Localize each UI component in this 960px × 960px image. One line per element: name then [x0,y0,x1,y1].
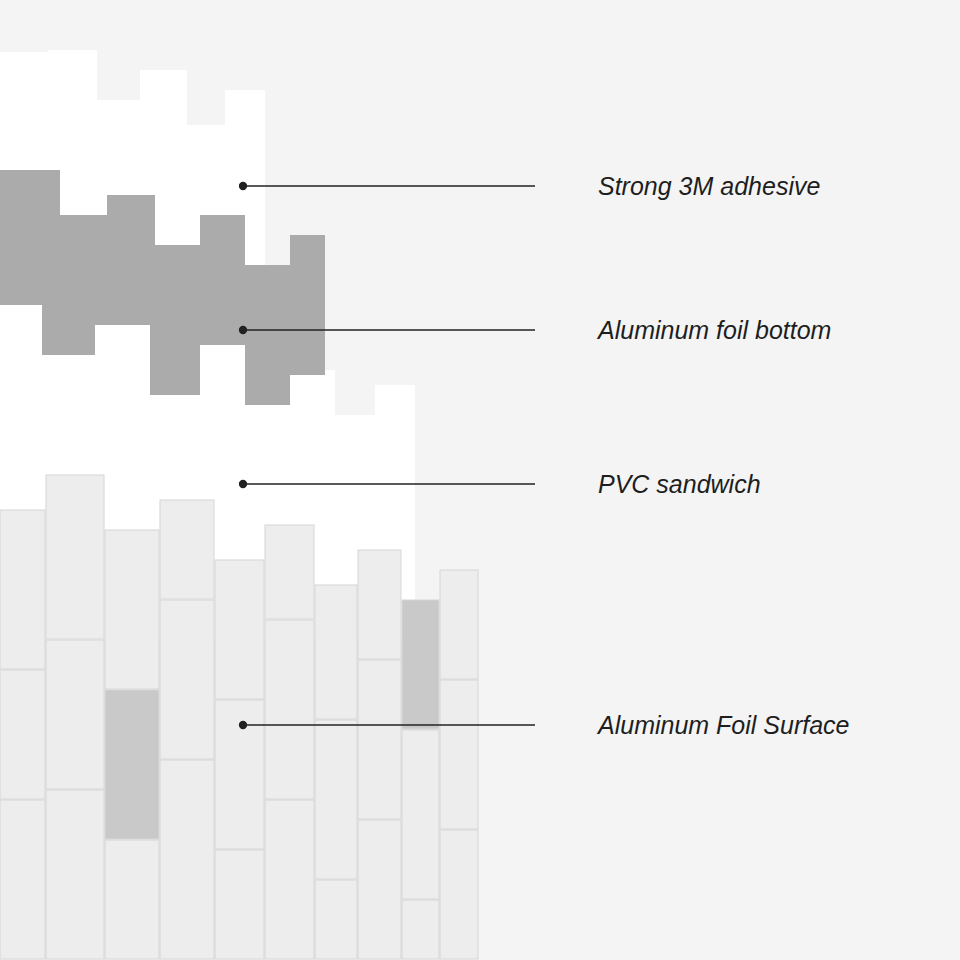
stone-tile [440,680,478,829]
stone-tile [105,690,159,839]
stone-tile [440,830,478,959]
stone-tile [265,525,314,619]
stone-tile [215,850,264,959]
stone-tile [215,560,264,699]
layer-label: Aluminum foil bottom [598,315,831,345]
leader-dot [240,327,247,334]
stone-tile [358,820,401,959]
stone-tile [160,760,214,959]
leader-line [243,185,535,186]
tile-surface [0,475,478,959]
leader-dot [240,183,247,190]
stone-tile [402,730,439,899]
stone-tile [265,620,314,799]
stone-tile [46,790,104,959]
leader-line [243,483,535,484]
stone-tile [160,600,214,759]
leader-dot [240,722,247,729]
leader-line [243,724,535,725]
stone-tile [215,700,264,849]
layer-label: Aluminum Foil Surface [598,710,849,740]
stone-tile [402,900,439,959]
stone-tile [46,640,104,789]
stone-tile [0,800,45,959]
leader-line [243,329,535,330]
stone-tile [440,570,478,679]
stone-tile [315,880,357,959]
stone-tile [402,600,439,729]
layer-label: PVC sandwich [598,469,761,499]
stone-tile [105,840,159,959]
stone-tile [0,510,45,669]
stone-tile [315,585,357,719]
stone-tile [315,720,357,879]
stone-tile [46,475,104,639]
stone-tile [358,550,401,659]
aluminum-bottom-layer [0,170,325,405]
stone-tile [358,660,401,819]
leader-lines [240,183,536,729]
stone-tile [265,800,314,959]
stone-tile [0,670,45,799]
stone-tile [160,500,214,599]
leader-dot [240,481,247,488]
layer-label: Strong 3M adhesive [598,171,820,201]
stone-tile [105,530,159,689]
